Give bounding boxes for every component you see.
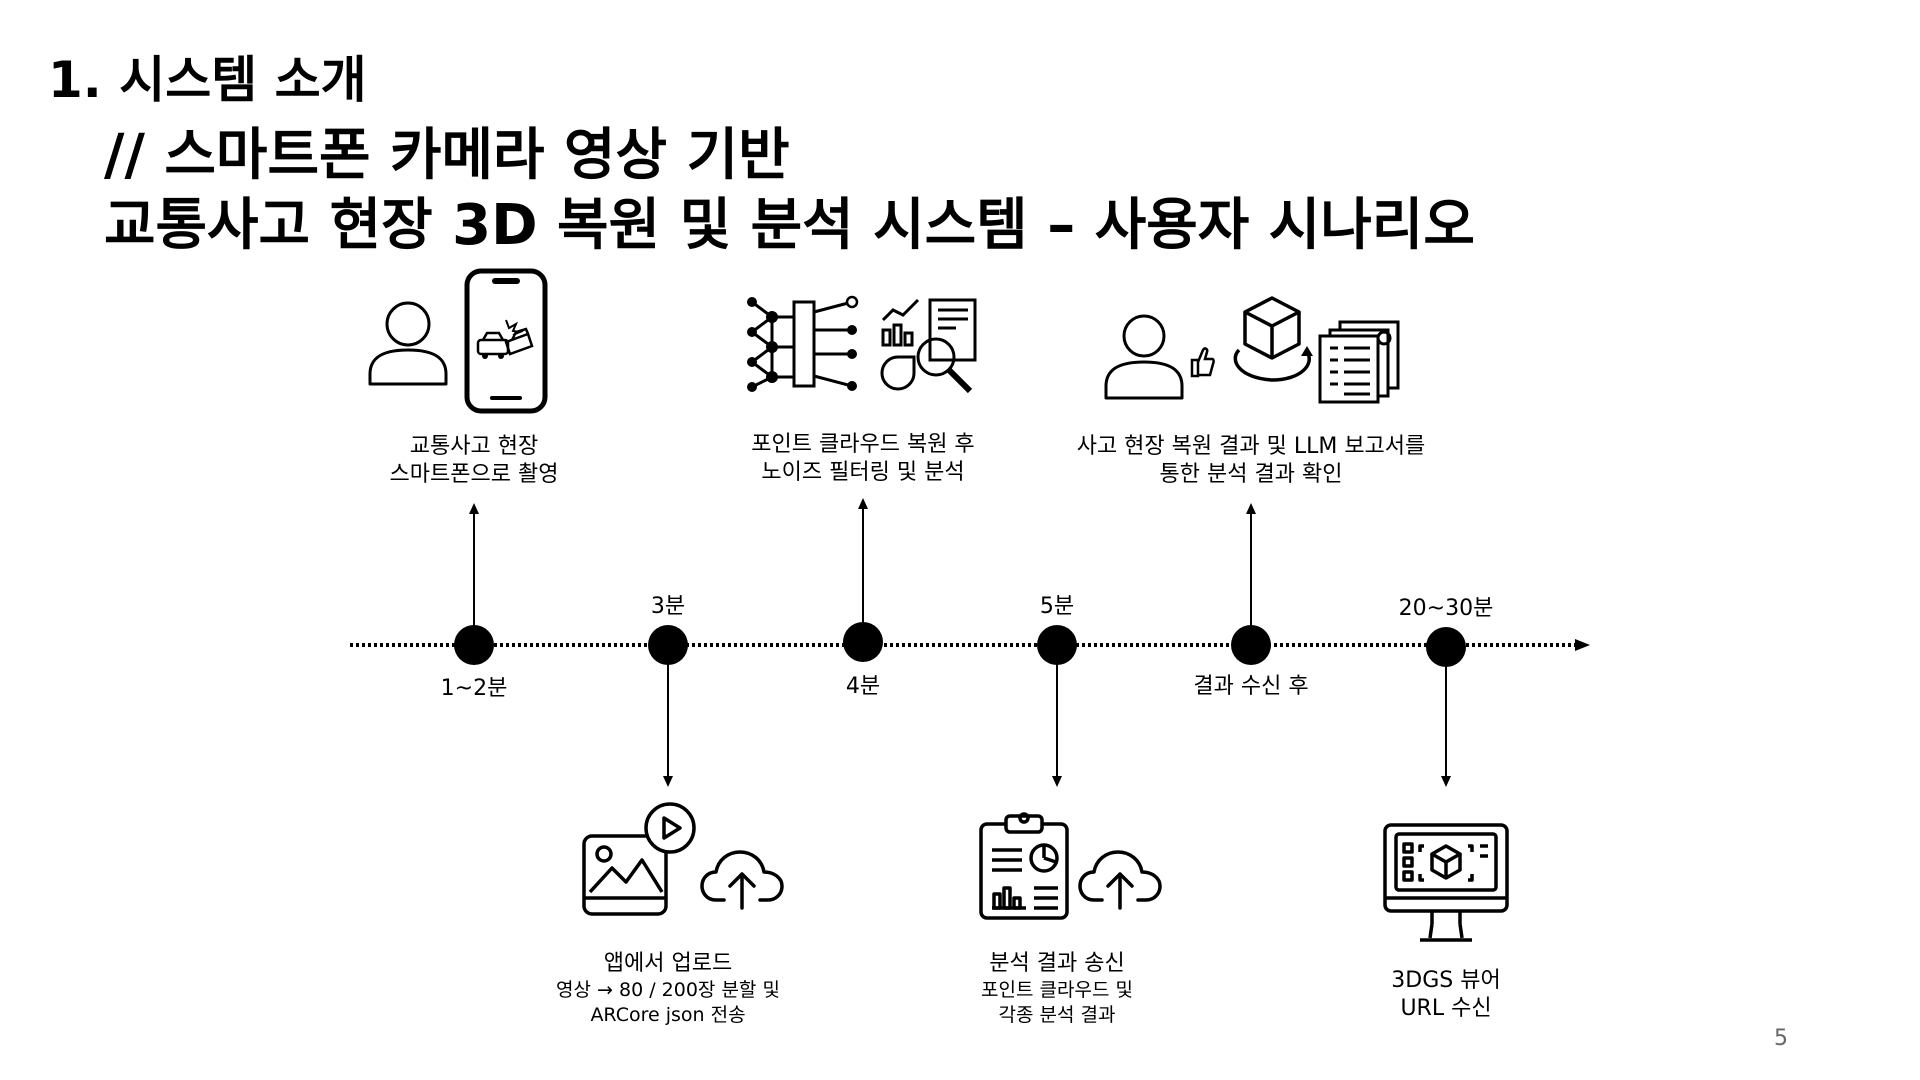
subtitle-line-1: // 스마트폰 카메라 영상 기반 bbox=[104, 123, 790, 188]
step-1-label: 교통사고 현장 스마트폰으로 촬영 bbox=[324, 433, 624, 489]
step-4-label: 분석 결과 송신 포인트 클라우드 및 각종 분석 결과 bbox=[927, 950, 1187, 1028]
3d-cube-rotate-icon bbox=[1233, 296, 1313, 382]
step-1-label-line-1: 교통사고 현장 bbox=[409, 434, 539, 459]
step-3-label: 포인트 클라우드 복원 후 노이즈 필터링 및 분석 bbox=[703, 431, 1023, 487]
car-crash-icon bbox=[476, 319, 534, 359]
smartphone-icon bbox=[464, 268, 548, 414]
connector-arrow-step-2 bbox=[663, 776, 673, 787]
step-4-title: 분석 결과 송신 bbox=[989, 951, 1125, 976]
step-2-detail-line-2: ARCore json 전송 bbox=[590, 1004, 746, 1026]
step-2-label: 앱에서 업로드 영상 → 80 / 200장 분할 및 ARCore json … bbox=[528, 950, 808, 1028]
timeline-arrowhead bbox=[1575, 639, 1590, 651]
page-number: 5 bbox=[1774, 1026, 1788, 1051]
time-step-3: 4분 bbox=[845, 674, 881, 699]
step-6-label-line-2: URL 수신 bbox=[1400, 996, 1492, 1021]
node-step-2 bbox=[648, 625, 688, 665]
subtitle-line-2: 교통사고 현장 3D 복원 및 분석 시스템 – 사용자 시나리오 bbox=[104, 193, 1475, 258]
connector-arrow-step-6 bbox=[1441, 776, 1451, 787]
image-video-icon bbox=[582, 802, 696, 916]
monitor-3d-viewer-icon bbox=[1383, 823, 1509, 942]
report-document-icon bbox=[1318, 320, 1400, 404]
time-step-2: 3분 bbox=[650, 594, 686, 619]
connector-arrow-step-4 bbox=[1052, 776, 1062, 787]
analytics-magnifier-icon bbox=[880, 298, 977, 394]
time-step-1: 1~2분 bbox=[440, 676, 508, 701]
node-step-3 bbox=[843, 622, 883, 662]
step-4-detail-line-1: 포인트 클라우드 및 bbox=[981, 979, 1133, 1001]
step-5-label: 사고 현장 복원 결과 및 LLM 보고서를 통한 분석 결과 확인 bbox=[1056, 433, 1446, 489]
step-6-label-line-1: 3DGS 뷰어 bbox=[1391, 968, 1501, 993]
person-icon bbox=[368, 301, 448, 386]
time-step-4: 5분 bbox=[1039, 594, 1075, 619]
connector-arrow-step-1 bbox=[469, 503, 479, 514]
step-4-detail-line-2: 각종 분석 결과 bbox=[998, 1004, 1116, 1026]
cloud-upload-icon-2 bbox=[1078, 850, 1162, 910]
step-5-label-line-1: 사고 현장 복원 결과 및 LLM 보고서를 bbox=[1076, 434, 1426, 459]
node-step-4 bbox=[1037, 625, 1077, 665]
time-step-6: 20~30분 bbox=[1398, 596, 1494, 621]
step-6-label: 3DGS 뷰어 URL 수신 bbox=[1346, 967, 1546, 1023]
node-step-6 bbox=[1426, 627, 1466, 667]
connector-arrow-step-3 bbox=[858, 498, 868, 509]
step-2-title: 앱에서 업로드 bbox=[603, 951, 733, 976]
step-5-label-line-2: 통한 분석 결과 확인 bbox=[1159, 462, 1343, 487]
cloud-upload-icon bbox=[700, 850, 784, 910]
step-3-label-line-2: 노이즈 필터링 및 분석 bbox=[761, 460, 965, 485]
connector-arrow-step-5 bbox=[1246, 503, 1256, 514]
section-title: 1. 시스템 소개 bbox=[48, 51, 367, 109]
neural-network-icon bbox=[747, 295, 859, 392]
step-1-label-line-2: 스마트폰으로 촬영 bbox=[389, 462, 559, 487]
time-step-5: 결과 수신 후 bbox=[1193, 674, 1309, 699]
step-2-detail-line-1: 영상 → 80 / 200장 분할 및 bbox=[556, 979, 780, 1001]
node-step-5 bbox=[1231, 625, 1271, 665]
step-3-label-line-1: 포인트 클라우드 복원 후 bbox=[751, 432, 975, 457]
clipboard-report-icon bbox=[979, 812, 1069, 920]
node-step-1 bbox=[454, 625, 494, 665]
person-thumbs-up-icon bbox=[1104, 314, 1215, 400]
